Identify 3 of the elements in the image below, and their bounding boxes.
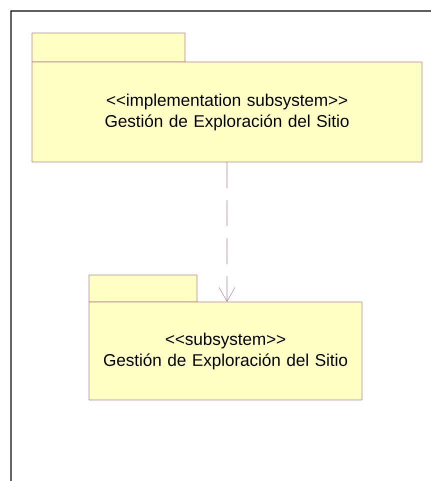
package-box: <<subsystem>> Gestión de Exploración del Sitio [88, 274, 362, 400]
package-box: <<implementation subsystem>> Gestión de Exploración del Sitio [32, 32, 422, 162]
dependency-arrow [218, 162, 236, 302]
